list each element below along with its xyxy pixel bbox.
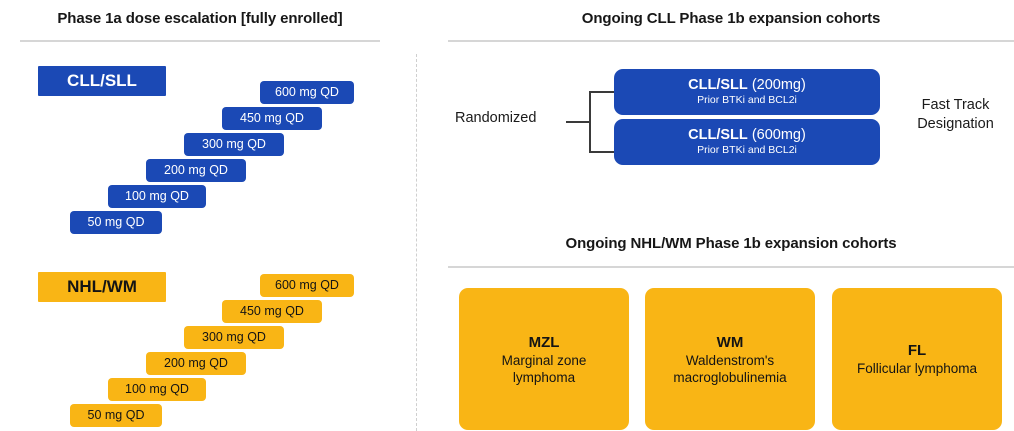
nhl-card-name: Marginal zone lymphoma xyxy=(502,352,587,386)
cohort-name: CLL/SLL xyxy=(688,127,748,143)
nhl-card-name: Follicular lymphoma xyxy=(857,360,977,377)
dose-step-100mg[interactable]: 100 mg QD xyxy=(108,378,206,401)
dose-step-300mg[interactable]: 300 mg QD xyxy=(184,133,284,156)
dose-step-100mg[interactable]: 100 mg QD xyxy=(108,185,206,208)
bracket-vertical xyxy=(589,91,591,152)
dose-step-600mg[interactable]: 600 mg QD xyxy=(260,81,354,104)
cohort-dose: (200mg) xyxy=(751,77,806,93)
nhl-card-name-line-1: Follicular lymphoma xyxy=(856,361,978,376)
left-panel-rule xyxy=(20,40,380,42)
dose-step-50mg[interactable]: 50 mg QD xyxy=(70,211,162,234)
bracket-arm-top xyxy=(589,91,615,93)
disease-header-nhl-wm: NHL/WM xyxy=(38,272,166,302)
nhl-card-name-line-1: Marginal zone xyxy=(501,352,587,368)
nhl-card-name-line-2: lymphoma xyxy=(512,369,576,385)
cohort-title: CLL/SLL (200mg) xyxy=(688,77,806,94)
fast-track-designation: Fast Track Designation xyxy=(897,96,1014,134)
nhl-panel-rule xyxy=(448,266,1014,268)
dose-step-200mg[interactable]: 200 mg QD xyxy=(146,159,246,182)
dose-step-300mg[interactable]: 300 mg QD xyxy=(184,326,284,349)
dose-step-200mg[interactable]: 200 mg QD xyxy=(146,352,246,375)
nhl-card-fl[interactable]: FL Follicular lymphoma xyxy=(832,288,1002,430)
left-panel-title: Phase 1a dose escalation [fully enrolled… xyxy=(57,10,343,27)
cll-panel-rule xyxy=(448,40,1014,42)
bracket-stem xyxy=(566,121,590,123)
nhl-card-name-line-1: Waldenstrom's xyxy=(685,352,775,368)
nhl-card-name: Waldenstrom's macroglobulinemia xyxy=(673,352,786,386)
dose-step-600mg[interactable]: 600 mg QD xyxy=(260,274,354,297)
cohort-title: CLL/SLL (600mg) xyxy=(688,127,806,144)
fast-track-line-1: Fast Track xyxy=(921,97,990,113)
dose-step-50mg[interactable]: 50 mg QD xyxy=(70,404,162,427)
fast-track-line-2: Designation xyxy=(917,116,994,132)
panel-divider xyxy=(416,54,417,431)
nhl-card-mzl[interactable]: MZL Marginal zone lymphoma xyxy=(459,288,629,430)
dose-step-450mg[interactable]: 450 mg QD xyxy=(222,107,322,130)
randomized-label: Randomized xyxy=(455,110,537,126)
nhl-card-abbr: MZL xyxy=(528,333,560,351)
nhl-panel-title: Ongoing NHL/WM Phase 1b expansion cohort… xyxy=(565,235,897,252)
cohort-name: CLL/SLL xyxy=(688,77,748,93)
nhl-card-abbr: FL xyxy=(907,342,927,359)
cohort-box-cll-200mg[interactable]: CLL/SLL (200mg) Prior BTKi and BCL2i xyxy=(614,69,880,115)
nhl-card-abbr: WM xyxy=(716,333,744,351)
bracket-arm-bottom xyxy=(589,151,615,153)
disease-header-cll-sll: CLL/SLL xyxy=(38,66,166,96)
cohort-dose: (600mg) xyxy=(751,127,806,143)
dose-step-450mg[interactable]: 450 mg QD xyxy=(222,300,322,323)
nhl-card-name-line-2: macroglobulinemia xyxy=(673,369,787,385)
cohort-subtitle: Prior BTKi and BCL2i xyxy=(697,144,797,156)
cohort-subtitle: Prior BTKi and BCL2i xyxy=(697,94,797,106)
cll-panel-title: Ongoing CLL Phase 1b expansion cohorts xyxy=(581,10,881,27)
cohort-box-cll-600mg[interactable]: CLL/SLL (600mg) Prior BTKi and BCL2i xyxy=(614,119,880,165)
nhl-card-wm[interactable]: WM Waldenstrom's macroglobulinemia xyxy=(645,288,815,430)
